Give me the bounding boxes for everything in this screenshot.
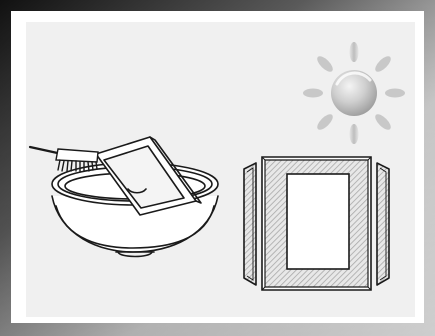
sun-icon — [303, 42, 405, 144]
drying-frame-icon — [262, 157, 371, 290]
side-panel-right-icon — [377, 163, 389, 285]
side-panel-left-icon — [244, 163, 256, 285]
